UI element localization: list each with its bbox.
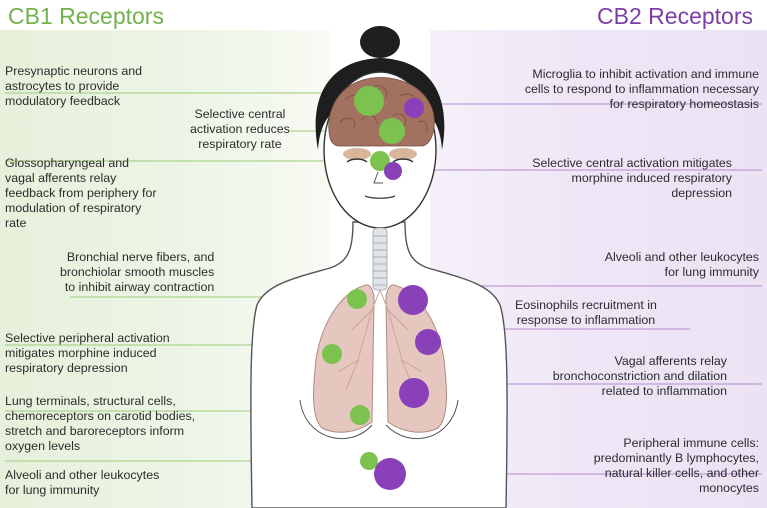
cb1-receptor-dot: [370, 151, 390, 171]
left-lung: [313, 284, 375, 433]
right-eye: [392, 158, 414, 163]
left-breast-contour: [299, 399, 373, 440]
left-eye: [346, 158, 368, 163]
cb1-title: CB1 Receptors: [8, 3, 164, 29]
cb1-receptor-dot: [360, 452, 378, 470]
mouth: [364, 195, 396, 199]
cb2-title: CB2 Receptors: [597, 3, 753, 29]
cb1-label-lung-terminals: Lung terminals, structural cells,chemore…: [5, 394, 196, 453]
left-eye-area: [343, 148, 371, 160]
cb2-receptor-dot: [384, 162, 402, 180]
nose: [373, 171, 383, 184]
right-eye-area: [389, 148, 417, 160]
cb2-receptor-dot: [398, 285, 428, 315]
hair: [315, 58, 445, 150]
hair-bun: [360, 26, 400, 58]
cb2-receptor-dot: [404, 98, 424, 118]
right-breast-contour: [385, 399, 459, 440]
cb1-receptor-dot: [322, 344, 342, 364]
cb1-receptor-dot: [347, 289, 367, 309]
cb1-receptor-dot: [379, 118, 405, 144]
cb2-receptor-dot: [399, 378, 429, 408]
trachea: [372, 227, 388, 291]
cb2-receptor-dot: [415, 329, 441, 355]
cb2-label-microglia: Microglia to inhibit activation and immu…: [524, 67, 759, 111]
bronchial-tree: [337, 289, 423, 391]
torso-outline: [250, 221, 508, 508]
cb2-label-peripheral-immune: Peripheral immune cells:predominantly B …: [593, 436, 759, 495]
cb1-receptor-dot: [350, 405, 370, 425]
cb1-receptor-dot: [354, 86, 384, 116]
cb2-receptor-dot: [374, 458, 406, 490]
brain: [328, 77, 435, 147]
